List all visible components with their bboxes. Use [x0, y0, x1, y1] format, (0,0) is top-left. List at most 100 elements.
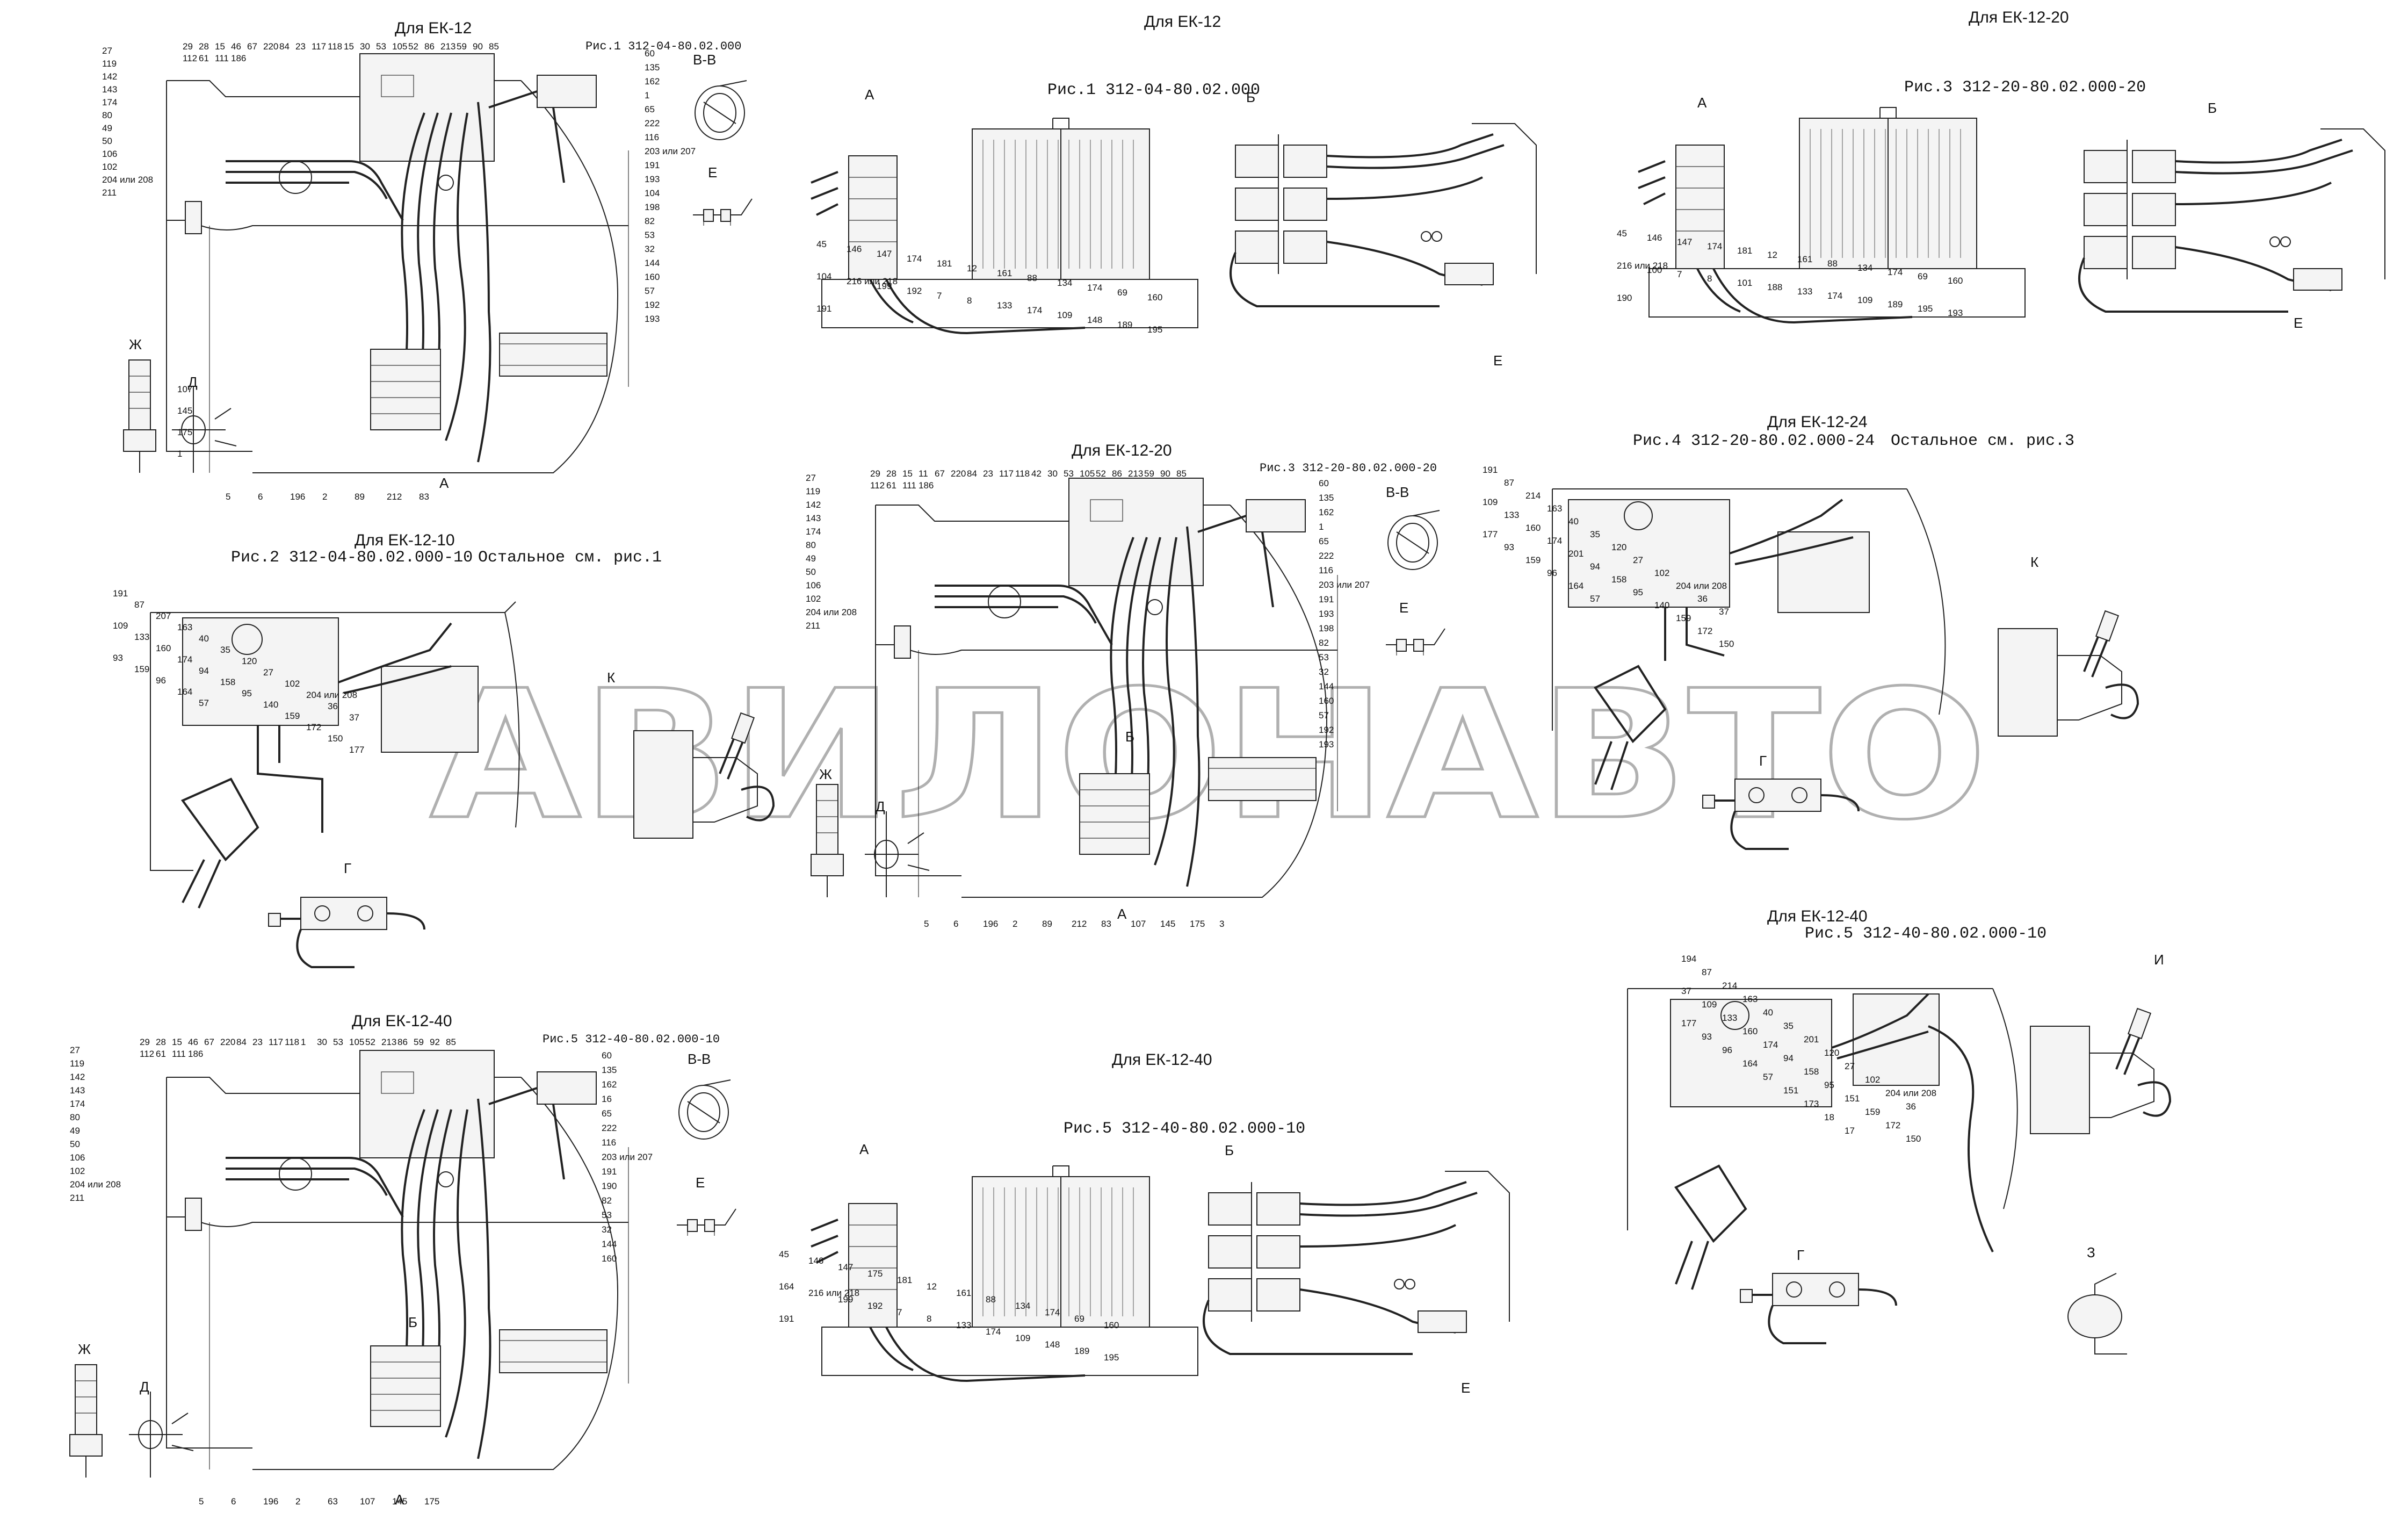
part-number-callout: 50 [806, 567, 816, 577]
view-label: К [607, 669, 615, 686]
part-number-callout: 189 [1117, 320, 1132, 330]
part-number-callout: 27 [102, 46, 112, 56]
part-number-callout: 162 [602, 1079, 617, 1090]
part-number-callout: 105 [1080, 469, 1095, 479]
part-number-callout: 145 [392, 1496, 407, 1507]
part-number-callout: 203 или 207 [602, 1152, 653, 1162]
part-number-callout: 102 [70, 1166, 85, 1176]
part-number-callout: 107 [1131, 919, 1146, 929]
part-number-callout: 57 [645, 286, 655, 296]
part-number-callout: 172 [1697, 626, 1712, 636]
view-label: К [2030, 554, 2038, 570]
part-number-callout: 28 [156, 1037, 166, 1047]
part-number-callout: 61 [199, 53, 209, 63]
part-number-callout: 164 [779, 1281, 794, 1292]
view-label: Б [1246, 89, 1255, 105]
part-number-callout: 140 [1654, 600, 1669, 610]
part-number-callout: 5 [199, 1496, 204, 1507]
part-number-callout: 1 [177, 449, 182, 459]
part-number-callout: 11 [919, 469, 928, 479]
view-label: Д [876, 798, 885, 815]
part-number-callout: 211 [70, 1193, 84, 1203]
part-number-callout: 193 [645, 174, 660, 184]
part-number-callout: 146 [847, 244, 862, 254]
part-number-callout: 203 или 207 [645, 146, 696, 156]
part-number-callout: 147 [838, 1262, 853, 1272]
part-number-callout: 212 [1072, 919, 1087, 929]
part-number-callout: 173 [1804, 1099, 1819, 1109]
part-number-callout: 117 [269, 1037, 283, 1047]
part-number-callout: 118 [328, 41, 342, 52]
part-number-callout: 109 [1857, 295, 1872, 305]
part-number-callout: 151 [1845, 1093, 1860, 1104]
part-number-callout: 222 [645, 118, 660, 128]
part-number-callout: 191 [779, 1314, 794, 1324]
part-number-callout: 61 [156, 1049, 166, 1059]
part-number-callout: 90 [1160, 469, 1170, 479]
part-number-callout: 145 [1160, 919, 1175, 929]
drawing-ref: Рис.3 312-20-80.02.000-20 [1904, 78, 2146, 97]
part-number-callout: 216 или 218 [1617, 261, 1668, 271]
part-number-callout: 191 [816, 304, 831, 314]
part-number-callout: 94 [1783, 1053, 1794, 1063]
part-number-callout: 196 [263, 1496, 278, 1507]
part-number-callout: 15 [344, 41, 354, 52]
part-number-callout: 192 [1319, 725, 1334, 735]
part-number-callout: 181 [897, 1275, 912, 1285]
part-number-callout: 6 [258, 492, 263, 502]
part-number-callout: 50 [70, 1139, 80, 1149]
part-number-callout: 145 [177, 406, 192, 416]
part-number-callout: 142 [806, 500, 821, 510]
part-number-callout: 174 [102, 97, 117, 107]
part-number-callout: 161 [956, 1288, 971, 1298]
part-number-callout: 82 [645, 216, 655, 226]
part-number-callout: 40 [1568, 516, 1579, 527]
panel-title: Для ЕК-12-40 [1112, 1051, 1212, 1069]
part-number-callout: 222 [602, 1123, 617, 1133]
drawing-ref: Рис.5 312-40-80.02.000-10 [1064, 1120, 1305, 1138]
part-number-callout: 80 [102, 110, 112, 120]
panel-ek12-20-radiator: Для ЕК-12-20 Рис.3 312-20-80.02.000-20 А… [1617, 9, 2386, 331]
part-number-callout: 198 [645, 202, 660, 212]
view-label: Е [1399, 600, 1408, 616]
part-number-callout: 201 [1568, 549, 1583, 559]
view-label: В-В [1386, 484, 1409, 500]
part-number-callout: 53 [1064, 469, 1074, 479]
part-number-callout: 213 [381, 1037, 396, 1047]
part-number-callout: 89 [355, 492, 365, 502]
panel-ek12-main: Для ЕК-12 Рис.1 312-04-80.02.000 В-В Е Ж… [102, 19, 753, 502]
part-number-callout: 117 [312, 41, 326, 52]
part-number-callout: 109 [113, 621, 128, 631]
view-label: В-В [693, 52, 716, 68]
part-number-callout: 143 [806, 513, 821, 523]
part-number-callout: 90 [473, 41, 483, 52]
part-number-callout: 135 [1319, 493, 1334, 503]
part-number-callout: 119 [806, 486, 820, 496]
drawing-note: Остальное см. рис.1 [478, 549, 662, 567]
part-number-callout: 174 [986, 1327, 1001, 1337]
part-number-callout: 189 [1074, 1346, 1089, 1356]
part-number-callout: 191 [1483, 465, 1498, 475]
part-number-callout: 150 [328, 733, 343, 744]
part-number-callout: 52 [408, 41, 418, 52]
part-number-callout: 67 [247, 41, 257, 52]
panel-ek12-40-detail: Для ЕК-12-40 Рис.5 312-40-80.02.000-10 И… [1627, 907, 2171, 1355]
part-number-callout: 105 [349, 1037, 364, 1047]
part-number-callout: 174 [1547, 536, 1562, 546]
view-label: Б [408, 1314, 417, 1330]
part-number-callout: 82 [602, 1195, 612, 1206]
part-number-callout: 53 [333, 1037, 343, 1047]
view-label: Г [1797, 1247, 1804, 1263]
part-number-callout: 118 [285, 1037, 299, 1047]
part-number-callout: 101 [1737, 278, 1752, 288]
part-number-callout: 117 [999, 469, 1014, 479]
part-number-callout: 6 [953, 919, 958, 929]
part-number-callout: 144 [1319, 681, 1334, 691]
part-number-callout: 69 [1918, 271, 1928, 282]
part-number-callout: 32 [645, 244, 655, 254]
